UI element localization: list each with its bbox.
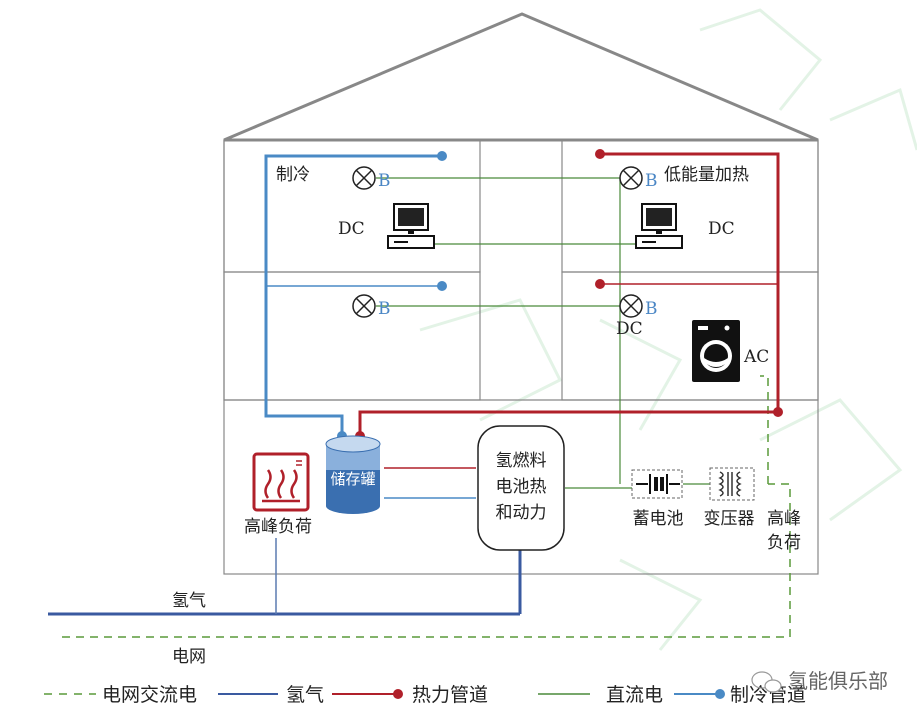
- legend-item-grid-ac: 电网交流电: [44, 684, 197, 706]
- low-energy-heating-label: 低能量加热: [664, 165, 749, 185]
- transformer-icon: [709, 467, 755, 501]
- dc-lines: [376, 177, 712, 489]
- legend-item-dc: 直流电: [538, 684, 663, 706]
- bulb-icon: [352, 166, 376, 190]
- fuel-cell-label-1: 氢燃料: [496, 451, 547, 471]
- battery-label: 蓄电池: [633, 509, 684, 529]
- peak-load-left-label: 高峰负荷: [244, 517, 312, 537]
- roof: [223, 12, 819, 142]
- svg-text:直流电: 直流电: [606, 684, 663, 706]
- cooling-dots: [337, 151, 447, 441]
- heat-pipes: [358, 152, 780, 436]
- hydrogen-label: 氢气: [172, 591, 206, 611]
- wechat-icon: [751, 671, 782, 693]
- legend-item-heat-pipe: 热力管道: [332, 684, 488, 706]
- bulb-icon: [619, 294, 643, 318]
- heater-icon: [252, 452, 310, 512]
- bulb-icon: [352, 294, 376, 318]
- transformer-label: 变压器: [704, 509, 755, 529]
- battery-icon: [631, 469, 683, 499]
- storage-tank-icon: [325, 435, 381, 514]
- cooling-branch: [266, 285, 476, 499]
- heat-dots: [355, 149, 783, 441]
- grid-ac-line: [62, 375, 791, 638]
- bulb-label: B: [378, 299, 391, 319]
- bulb-label: B: [645, 299, 658, 319]
- heat-branch: [384, 283, 778, 469]
- computer-icon: [635, 203, 683, 249]
- legend-item-cooling-pipe: 制冷管道: [674, 684, 806, 706]
- fuel-cell-label-2: 电池热: [496, 477, 547, 497]
- bulb-label: B: [645, 171, 658, 191]
- dc-label: DC: [338, 219, 365, 239]
- cooling-label: 制冷: [276, 165, 310, 185]
- washing-machine-icon: [692, 320, 740, 382]
- svg-text:氢气: 氢气: [286, 684, 324, 706]
- grid-label: 电网: [172, 647, 206, 667]
- dc-label: DC: [708, 219, 735, 239]
- ac-label: AC: [743, 347, 769, 367]
- fuel-cell-box: [477, 425, 565, 551]
- fuel-cell-label-3: 和动力: [496, 503, 547, 523]
- svg-text:制冷管道: 制冷管道: [730, 684, 806, 706]
- watermark: 氢能俱乐部: [751, 669, 888, 693]
- bulb-label: B: [378, 171, 391, 191]
- svg-text:电网交流电: 电网交流电: [102, 684, 197, 706]
- cooling-pipes: [264, 154, 442, 436]
- dc-label: DC: [616, 319, 643, 339]
- background-pattern: [419, 8, 917, 651]
- peak-load-right-label-2: 负荷: [767, 533, 801, 553]
- computer-icon: [387, 203, 435, 249]
- storage-tank-label: 储存罐: [330, 470, 375, 488]
- peak-load-right-label-1: 高峰: [767, 509, 801, 529]
- svg-text:热力管道: 热力管道: [412, 684, 488, 706]
- hydrogen-pipes: [48, 548, 522, 616]
- legend: 电网交流电 氢气 热力管道 直流电 制冷管道: [44, 684, 806, 706]
- legend-item-hydrogen: 氢气: [218, 684, 324, 706]
- bulb-icon: [619, 166, 643, 190]
- svg-text:氢能俱乐部: 氢能俱乐部: [788, 669, 888, 693]
